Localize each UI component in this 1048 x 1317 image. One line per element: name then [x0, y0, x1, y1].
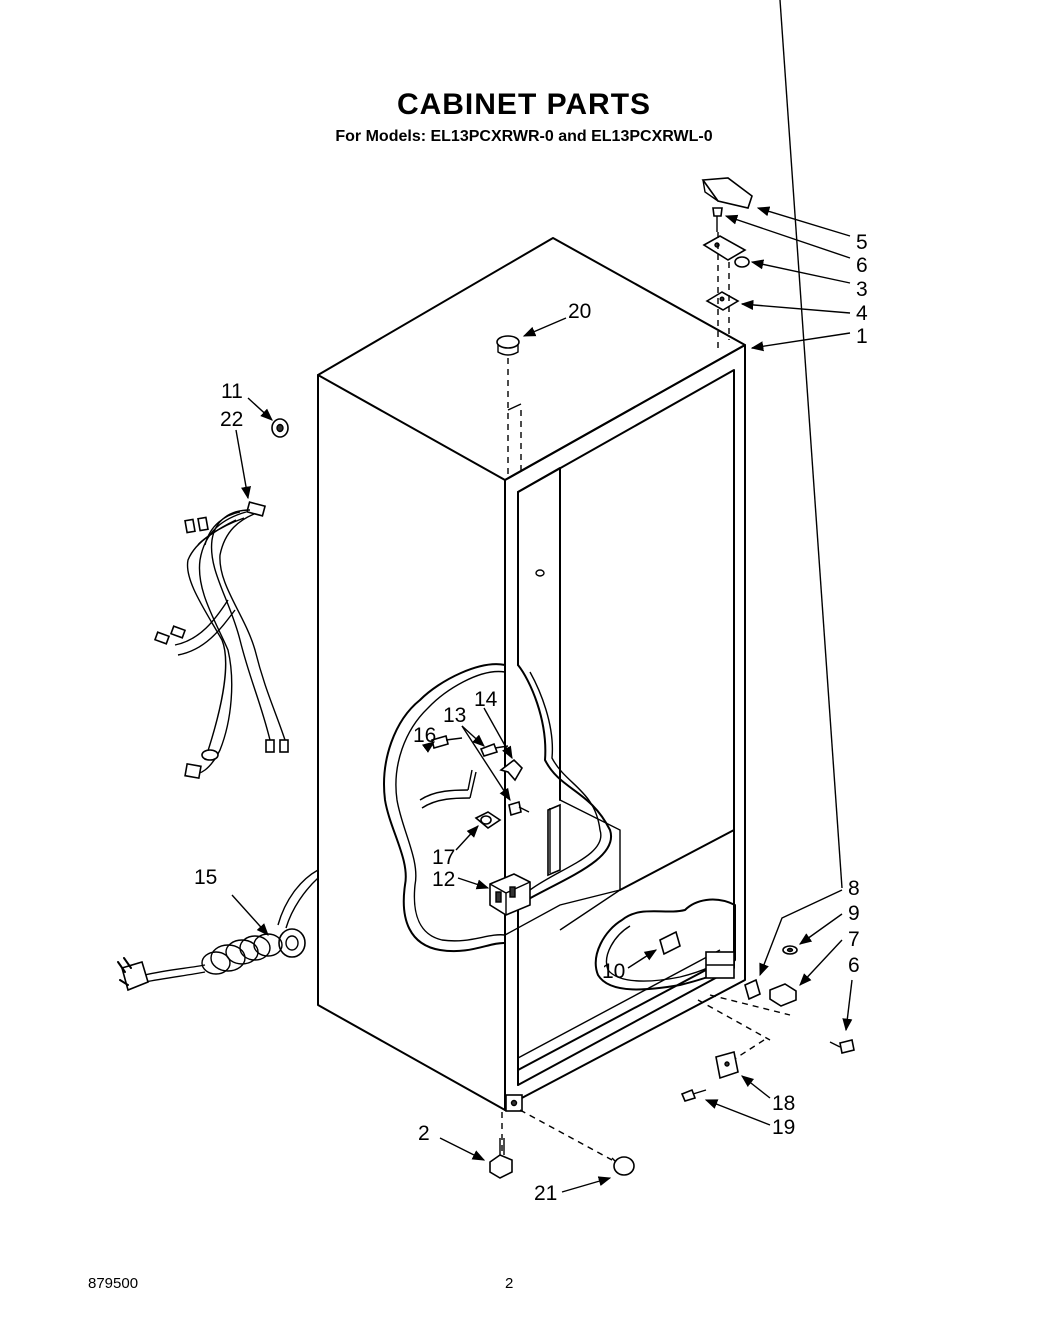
callout-14: 14 [474, 688, 498, 711]
callout-4: 4 [856, 302, 868, 325]
part-roller [611, 1156, 635, 1176]
part-screw-19 [680, 1088, 707, 1102]
callout-10: 10 [602, 960, 625, 983]
callout-2: 2 [418, 1122, 430, 1145]
callout-12: 12 [432, 868, 455, 891]
callout-3: 3 [856, 278, 868, 301]
part-bottom-hinge [705, 945, 855, 1054]
callout-17: 17 [432, 846, 455, 869]
callout-11: 11 [221, 380, 243, 403]
part-leveling-leg [489, 1138, 513, 1179]
callout-6: 6 [856, 254, 868, 277]
part-screw-top [712, 207, 723, 232]
callout-8: 8 [848, 877, 860, 900]
page-number: 2 [505, 1275, 514, 1292]
part-power-cord [117, 869, 319, 992]
callout-20: 20 [568, 300, 591, 323]
callout-18: 18 [772, 1092, 795, 1115]
assembly-line [519, 1109, 613, 1161]
callout-9: 9 [848, 902, 860, 925]
document-code: 879500 [88, 1275, 139, 1292]
leader-lines [231, 0, 853, 1193]
callout-21: 21 [534, 1182, 557, 1205]
part-wiring-harness [153, 501, 289, 780]
cutaway-view [383, 663, 621, 953]
callout-7: 7 [848, 928, 860, 951]
callout-19: 19 [772, 1116, 795, 1139]
part-plug-button [496, 335, 520, 356]
part-hinge-cover [701, 177, 753, 209]
part-bottom-bracket-10 [659, 930, 681, 956]
callout-labels: 5 6 3 4 1 20 11 22 14 13 16 17 12 15 8 9… [194, 231, 868, 1205]
assembly-line [507, 403, 522, 411]
part-grommet [271, 418, 289, 438]
callout-5: 5 [856, 231, 868, 254]
callout-6-bottom: 6 [848, 954, 860, 977]
cabinet-body [317, 237, 746, 1112]
model-subtitle: For Models: EL13PCXRWR-0 and EL13PCXRWL-… [335, 128, 713, 145]
callout-15: 15 [194, 866, 217, 889]
part-mount-screw-16 [431, 735, 463, 749]
assembly-line [697, 999, 771, 1041]
callout-13: 13 [443, 704, 466, 727]
part-bracket-18 [715, 1050, 739, 1080]
part-light-socket-12 [489, 873, 531, 916]
part-shim [705, 291, 740, 311]
part-tubing [419, 769, 477, 809]
assembly-line [709, 994, 791, 1016]
part-top-hinge [702, 235, 750, 268]
part-screw-13 [479, 742, 530, 817]
part-clip-14 [499, 758, 524, 782]
part-connector-17 [474, 811, 502, 829]
callout-1: 1 [856, 325, 868, 348]
callout-16: 16 [413, 724, 436, 747]
page-title: CABINET PARTS [396, 88, 652, 121]
callout-22: 22 [220, 408, 243, 431]
part-inner-bracket [547, 803, 561, 877]
